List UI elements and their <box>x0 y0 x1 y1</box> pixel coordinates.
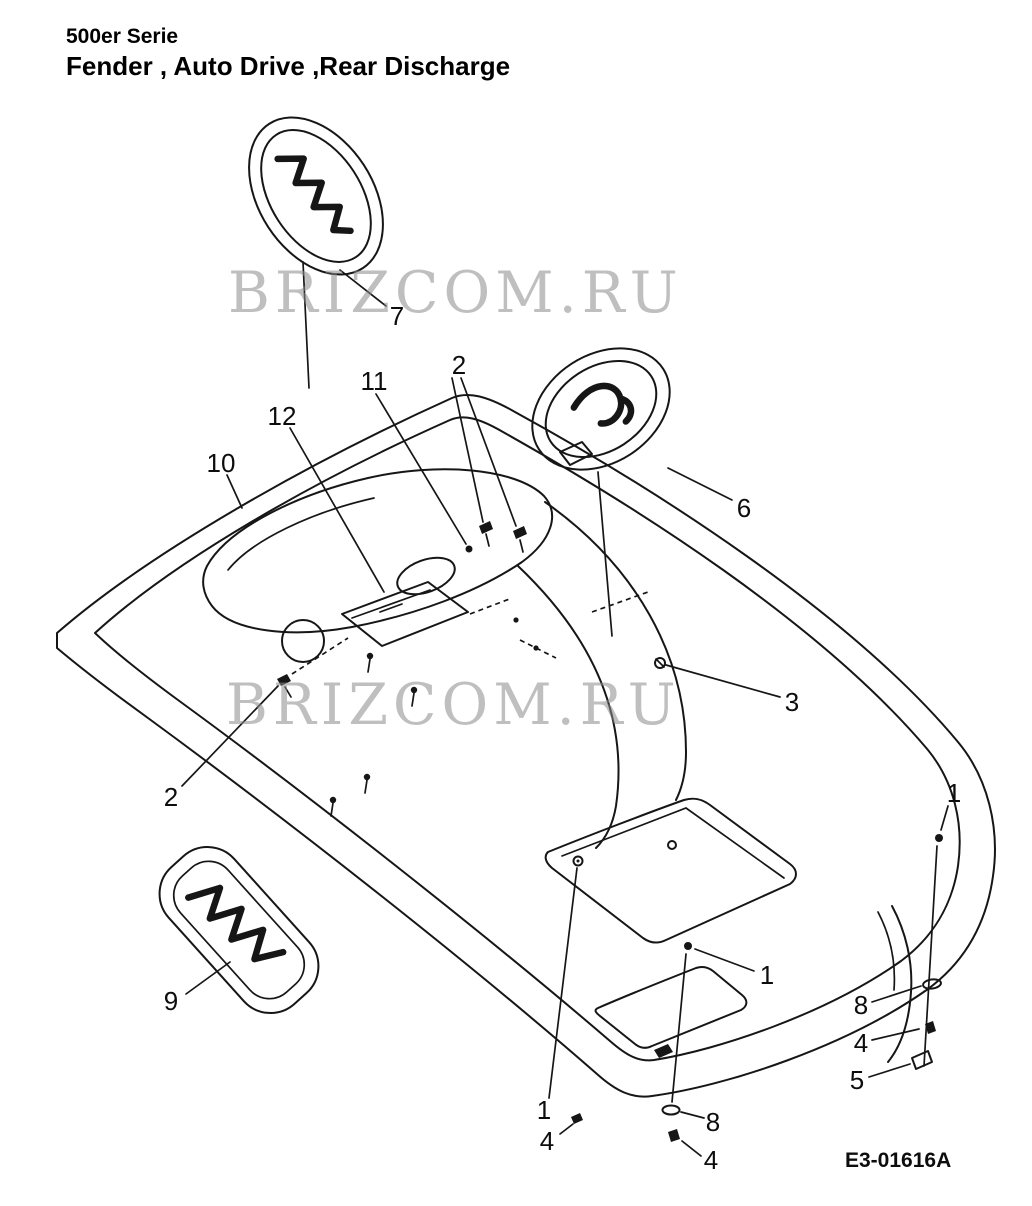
fender-body <box>56 393 996 1098</box>
part-callout-10: 10 <box>206 448 236 478</box>
part-callout-2: 2 <box>451 350 467 380</box>
page-title: 500er Serie <box>66 25 179 48</box>
watermark: BRIZCOM.RU <box>228 260 683 326</box>
part-callout-9: 9 <box>163 986 179 1016</box>
page-subtitle: Fender , Auto Drive ,Rear Discharge <box>66 51 511 82</box>
part-callout-11: 11 <box>360 366 388 396</box>
footrest-pad-part9 <box>158 846 320 1014</box>
part-callout-5: 5 <box>849 1065 865 1095</box>
part-callout-1: 1 <box>759 960 775 990</box>
part-callout-4: 4 <box>853 1028 869 1058</box>
part-callout-12: 12 <box>267 401 297 431</box>
part-callout-1: 1 <box>946 778 962 808</box>
part-callout-4: 4 <box>539 1126 555 1156</box>
emblem-oval-part7 <box>248 116 387 389</box>
part-callout-6: 6 <box>736 493 752 523</box>
part-callout-8: 8 <box>705 1107 721 1137</box>
cap-oval-part6 <box>531 347 733 637</box>
watermark: BRIZCOM.RU <box>226 672 681 738</box>
part-callout-2: 2 <box>163 782 179 812</box>
diagram-code: E3-01616A <box>845 1149 952 1172</box>
leader-lines <box>181 377 949 1157</box>
part-callout-1: 1 <box>536 1095 552 1125</box>
part-callout-4: 4 <box>703 1145 719 1175</box>
part-callout-8: 8 <box>853 990 869 1020</box>
part-callout-7: 7 <box>389 301 405 331</box>
title-block: 500er Serie Fender , Auto Drive ,Rear Di… <box>66 24 510 84</box>
part-callout-3: 3 <box>784 687 800 717</box>
